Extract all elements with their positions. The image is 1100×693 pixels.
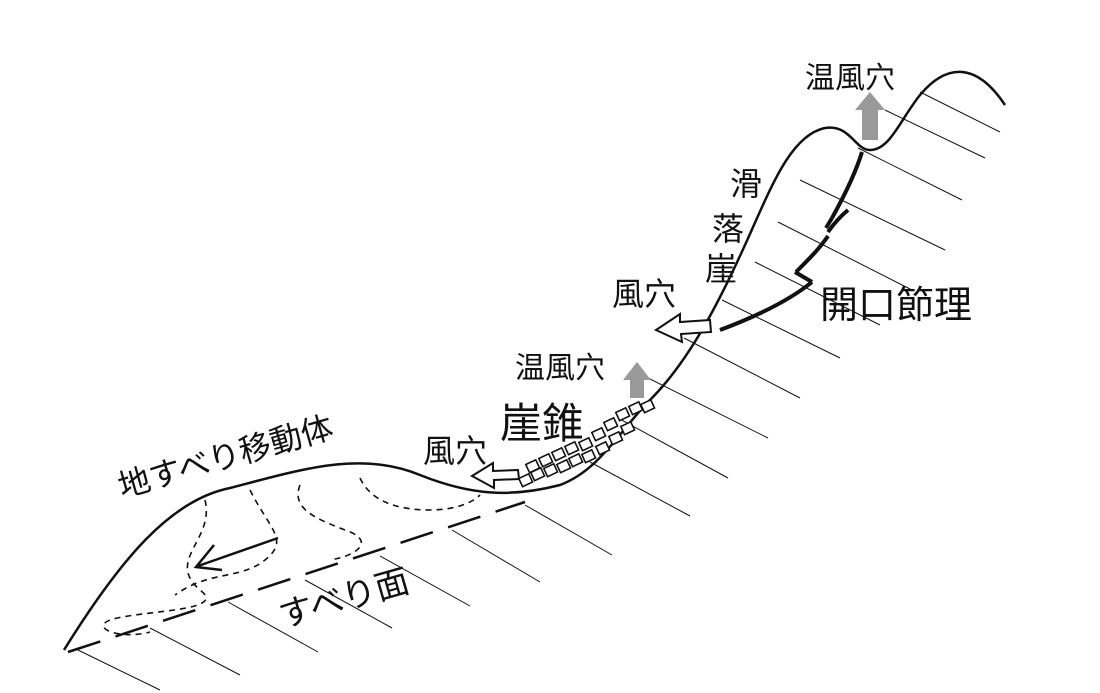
cold-air-arrow-upper: [653, 312, 713, 344]
label-slip-surface: すべり面: [274, 561, 413, 636]
label-landslide-mass: 地すべり移動体: [114, 408, 338, 506]
label-slide-scarp-3: 崖: [705, 250, 737, 288]
cold-air-arrow-lower: [470, 461, 521, 490]
label-slide-scarp-2: 落: [712, 210, 744, 248]
slip-surface-line: [67, 500, 526, 654]
bedrock-hatching: [77, 91, 1001, 691]
open-joint-lines: [719, 151, 864, 332]
terrain-profile: [62, 70, 1007, 651]
hot-air-arrow-top: [855, 92, 885, 140]
label-open-joint: 開口節理: [820, 283, 972, 327]
label-talus-cone: 崖錐: [500, 399, 584, 448]
hot-air-arrow-mid: [623, 362, 651, 398]
talus-blocks: [517, 398, 656, 488]
label-hot-wind-hole-top: 温風穴: [805, 61, 895, 96]
label-hot-wind-hole-mid: 温風穴: [515, 351, 605, 386]
movement-arrow: [193, 536, 279, 572]
label-wind-hole-upper: 風穴: [612, 275, 676, 313]
label-slide-scarp-1: 滑: [730, 165, 762, 203]
label-wind-hole-lower: 風穴: [423, 432, 487, 470]
mass-deformation-lines: [102, 477, 481, 636]
